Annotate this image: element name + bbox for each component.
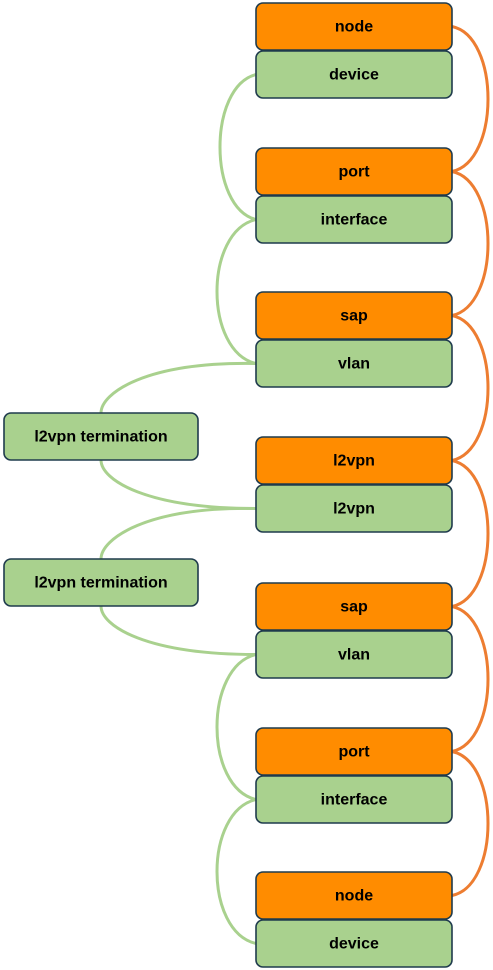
boxes-layer: node device port interface sap vlan l2vpn l2vpn… [3, 2, 453, 968]
stack-box-2-device: device [255, 50, 453, 99]
links-layer [99, 25, 490, 945]
termination-box-2-shape [3, 558, 199, 607]
stack-box-8-l2vpn-label: l2vpn [333, 501, 375, 518]
stack-box-9-sap-label: sap [340, 599, 368, 616]
green-connector-device-interface-top [218, 73, 257, 221]
stack-box-1-node-label: node [335, 19, 373, 36]
stack-box-9-sap: sap [255, 582, 453, 631]
stack-box-12-interface: interface [255, 775, 453, 824]
green-connector-vlan-termination1 [99, 361, 257, 414]
termination-box-2-label: l2vpn termination [34, 575, 167, 592]
stack-box-7-l2vpn-label: l2vpn [333, 453, 375, 470]
green-connector-termination2-vlan [99, 605, 257, 656]
stack-box-10-vlan-label: vlan [338, 647, 370, 664]
stack-box-5-sap: sap [255, 291, 453, 340]
stack-box-14-device-shape [255, 919, 453, 968]
stack-box-9-sap-shape [255, 582, 453, 631]
orange-connector-2 [451, 170, 490, 317]
stack-box-8-l2vpn-shape [255, 484, 453, 533]
stack-box-2-device-label: device [329, 67, 379, 84]
green-connector-vlan-interface-bottom [215, 653, 257, 801]
stack-box-1-node: node [255, 2, 453, 51]
orange-connector-3 [451, 314, 490, 462]
green-connector-termination1-l2vpn [99, 459, 257, 510]
stack-box-11-port-label: port [338, 744, 370, 761]
stack-box-6-vlan-shape [255, 339, 453, 388]
stack-box-7-l2vpn-shape [255, 436, 453, 485]
orange-connector-1 [451, 25, 490, 173]
stack-box-7-l2vpn: l2vpn [255, 436, 453, 485]
stack-box-3-port-shape [255, 147, 453, 196]
stack-box-4-interface-shape [255, 195, 453, 244]
stack-box-6-vlan: vlan [255, 339, 453, 388]
stack-box-5-sap-label: sap [340, 308, 368, 325]
stack-box-10-vlan-shape [255, 630, 453, 679]
stack-box-3-port: port [255, 147, 453, 196]
termination-box-1: l2vpn termination [3, 412, 199, 461]
orange-connector-5 [451, 605, 490, 753]
stack-box-4-interface: interface [255, 195, 453, 244]
green-connector-interface-vlan-top [215, 218, 257, 365]
orange-connector-6 [451, 750, 490, 897]
stack-box-12-interface-shape [255, 775, 453, 824]
stack-box-5-sap-shape [255, 291, 453, 340]
stack-box-13-node-shape [255, 871, 453, 920]
stack-box-4-interface-label: interface [321, 212, 388, 229]
stack-box-11-port: port [255, 727, 453, 776]
stack-box-1-node-shape [255, 2, 453, 51]
stack-box-12-interface-label: interface [321, 792, 388, 809]
termination-box-1-shape [3, 412, 199, 461]
termination-box-2: l2vpn termination [3, 558, 199, 607]
stack-box-6-vlan-label: vlan [338, 356, 370, 373]
stack-box-14-device-label: device [329, 936, 379, 953]
stack-box-10-vlan: vlan [255, 630, 453, 679]
stack-box-14-device: device [255, 919, 453, 968]
orange-connector-4 [451, 459, 490, 608]
green-connector-interface-device-bottom [215, 798, 257, 945]
green-connector-l2vpn-termination2 [99, 506, 257, 560]
stack-box-3-port-label: port [338, 164, 370, 181]
stack-box-8-l2vpn: l2vpn [255, 484, 453, 533]
stack-box-11-port-shape [255, 727, 453, 776]
stack-box-13-node: node [255, 871, 453, 920]
termination-box-1-label: l2vpn termination [34, 429, 167, 446]
stack-box-2-device-shape [255, 50, 453, 99]
stack-box-13-node-label: node [335, 888, 373, 905]
